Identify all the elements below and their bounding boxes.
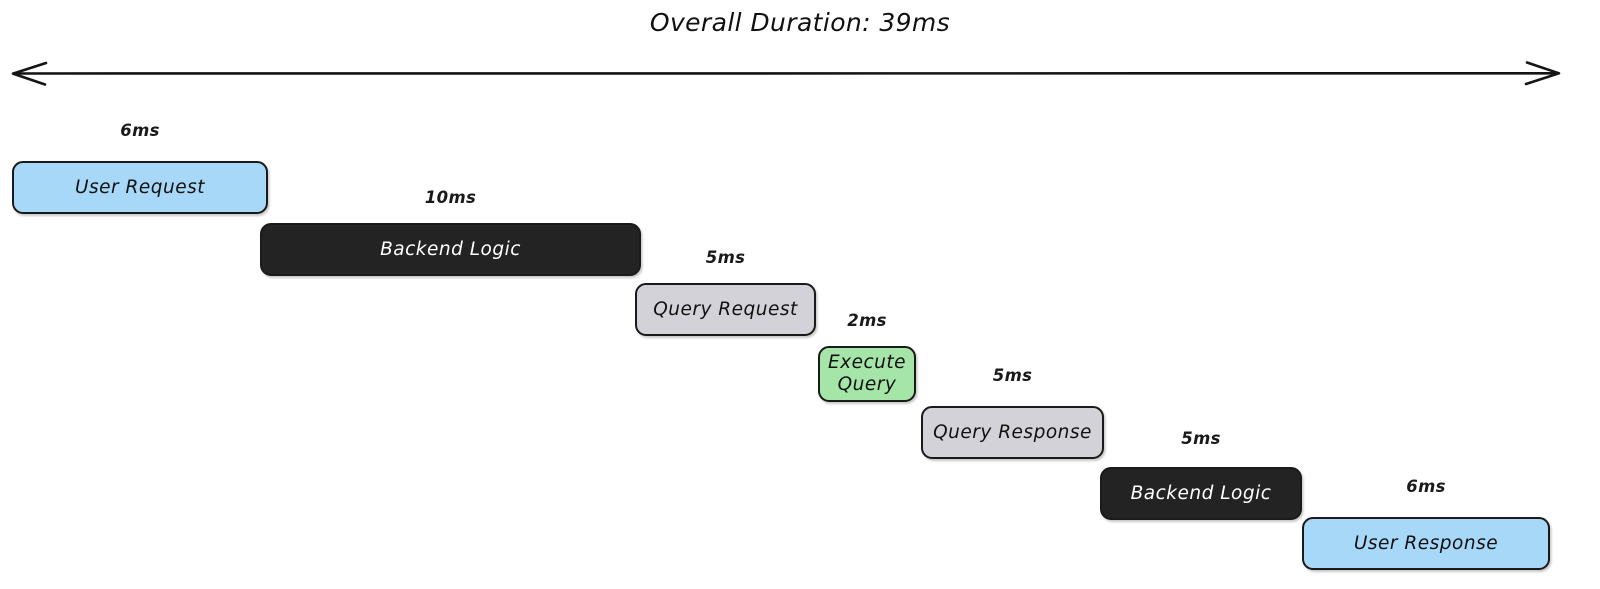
task-query-request-bar[interactable]: Query Request <box>635 283 816 336</box>
task-query-response-label: Query Response <box>933 421 1092 443</box>
task-user-response-bar[interactable]: User Response <box>1302 517 1550 570</box>
task-user-request-label: User Request <box>74 176 206 198</box>
duration-axis <box>11 61 1561 86</box>
left-arrowhead <box>11 61 48 86</box>
task-execute-query-bar[interactable]: Execute Query <box>818 346 916 402</box>
task-execute-query-duration: 2ms <box>847 311 887 330</box>
task-user-request-duration: 6ms <box>120 121 160 140</box>
axis-line <box>11 61 1561 86</box>
task-backend-logic-2-bar[interactable]: Backend Logic <box>1100 467 1302 520</box>
task-query-response-bar[interactable]: Query Response <box>921 406 1104 459</box>
task-backend-logic-1-label: Backend Logic <box>380 238 521 260</box>
task-execute-query-label: Execute Query <box>827 352 907 395</box>
task-query-request-label: Query Request <box>653 298 798 320</box>
task-backend-logic-2-duration: 5ms <box>1181 429 1221 448</box>
task-query-response-duration: 5ms <box>992 366 1033 385</box>
task-query-request-duration: 5ms <box>705 248 746 267</box>
page-title: Overall Duration: 39ms <box>649 8 951 37</box>
task-user-request-bar[interactable]: User Request <box>12 161 268 214</box>
task-backend-logic-1-duration: 10ms <box>424 188 477 207</box>
task-backend-logic-1-bar[interactable]: Backend Logic <box>260 223 641 276</box>
task-backend-logic-2-label: Backend Logic <box>1130 482 1272 504</box>
task-user-response-duration: 6ms <box>1406 477 1446 496</box>
right-arrowhead <box>1524 61 1561 86</box>
task-user-response-label: User Response <box>1353 532 1499 554</box>
